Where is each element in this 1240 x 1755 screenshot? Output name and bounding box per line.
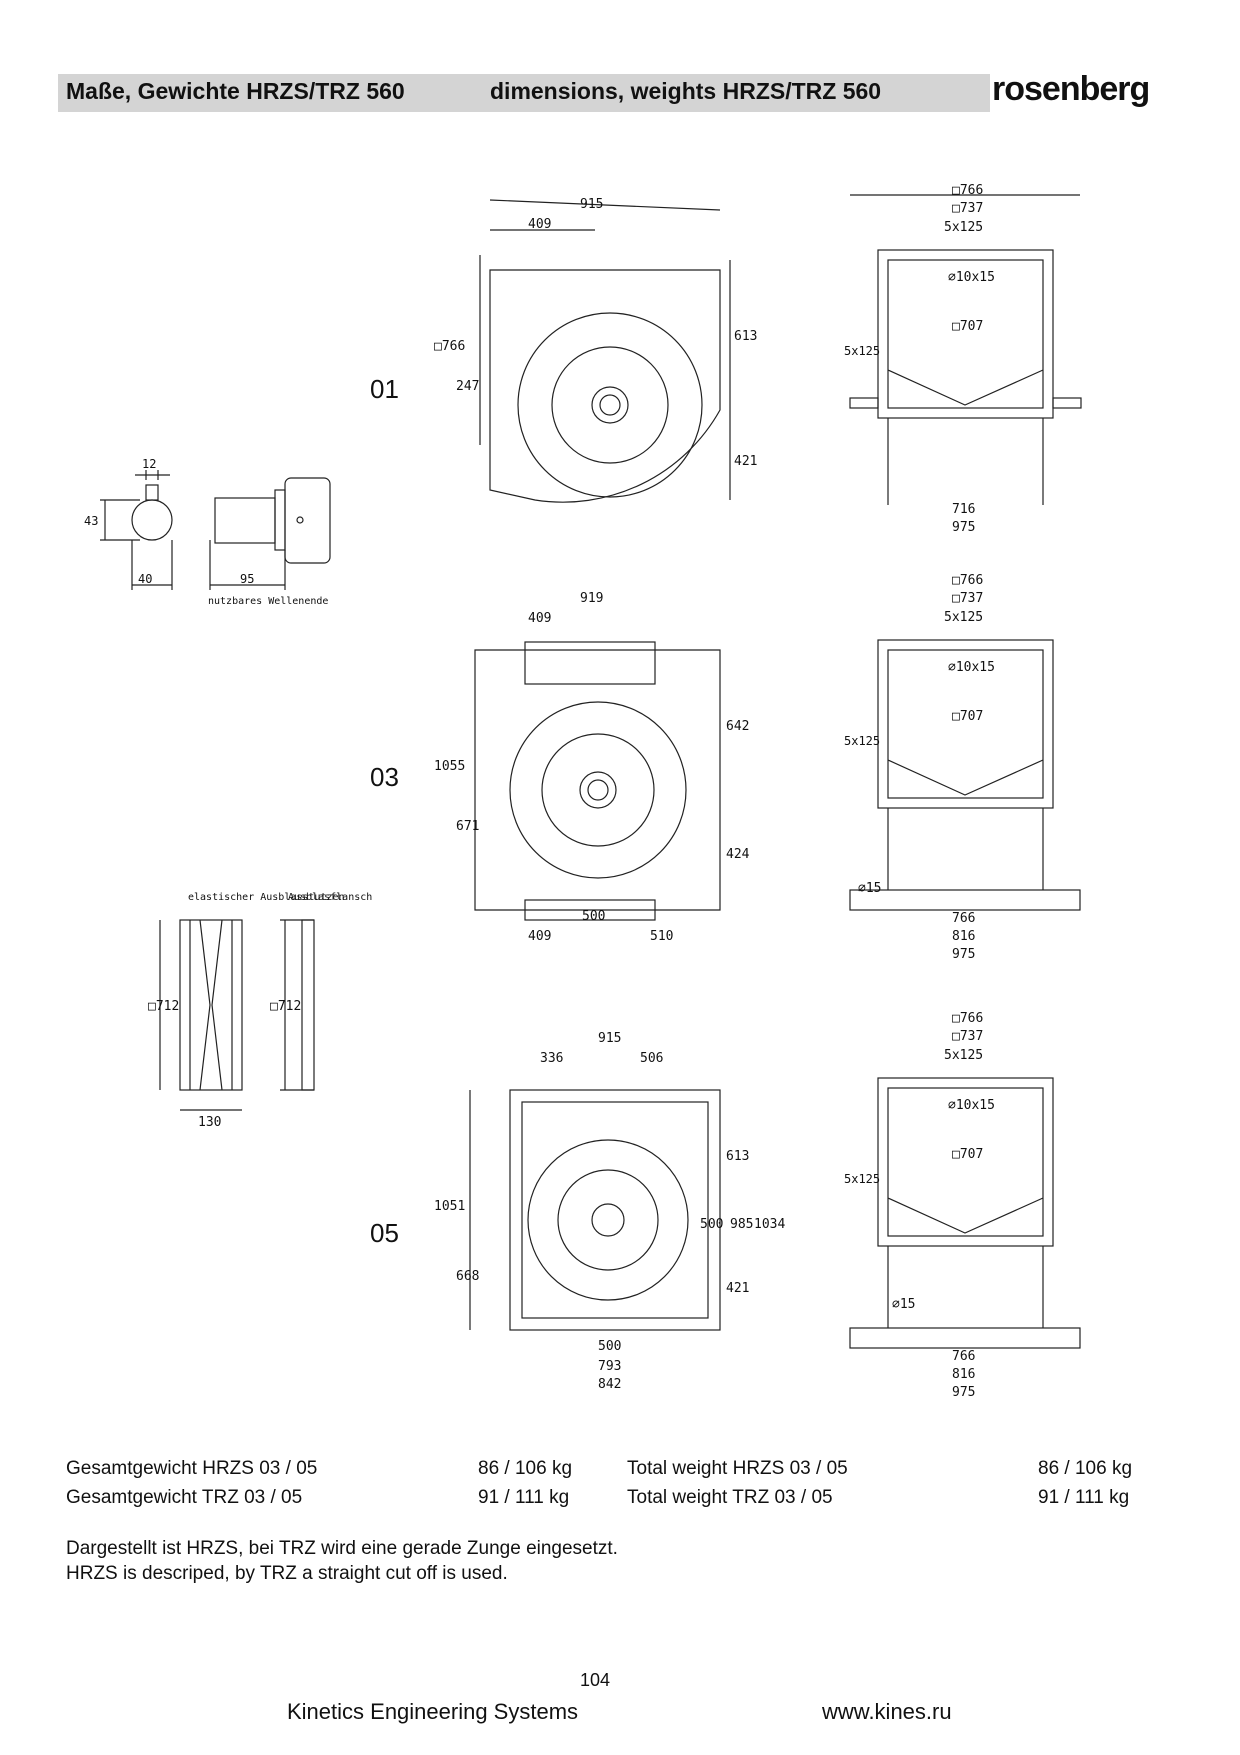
v01-s-5x125-b: 5x125 xyxy=(844,344,880,358)
v05-s-5x125-b: 5x125 xyxy=(844,1172,880,1186)
shaft-dim-43: 43 xyxy=(84,514,98,528)
v01-s-975: 975 xyxy=(952,520,975,535)
view05-side-drawing: □766 □737 5x125 ⌀10x15 □707 5x125 ⌀15 76… xyxy=(844,1011,1081,1400)
v03-s-816: 816 xyxy=(952,929,975,944)
v05-f-915: 915 xyxy=(598,1031,621,1046)
shaft-dim-40: 40 xyxy=(138,572,152,586)
variant-label-01: 01 xyxy=(370,374,399,404)
shaft-dim-12: 12 xyxy=(142,457,156,471)
view01-front-drawing: 915 409 □766 247 613 421 xyxy=(434,197,757,503)
v05-s-766b: 766 xyxy=(952,1349,975,1364)
v03-f-500: 500 xyxy=(582,909,605,924)
v01-s-716: 716 xyxy=(952,502,975,517)
view01-side-drawing: □766 □737 5x125 ⌀10x15 □707 5x125 716 97… xyxy=(844,183,1082,535)
view03-front-drawing: 919 409 1055 671 642 424 500 409 510 xyxy=(434,591,750,944)
v01-s-10x15: ⌀10x15 xyxy=(948,270,995,285)
v01-s-737: □737 xyxy=(952,201,983,216)
weight-label-de-trz: Gesamtgewicht TRZ 03 / 05 xyxy=(66,1487,303,1508)
weight-value-en-trz: 91 / 111 kg xyxy=(1038,1487,1130,1508)
v05-f-668: 668 xyxy=(456,1269,479,1284)
v01-f-247: 247 xyxy=(456,379,479,394)
weight-value-de-trz: 91 / 111 kg xyxy=(478,1487,570,1508)
v03-f-510: 510 xyxy=(650,929,673,944)
v05-f-613: 613 xyxy=(726,1149,749,1164)
v03-s-5x125-b: 5x125 xyxy=(844,734,880,748)
weight-label-de-hrzs: Gesamtgewicht HRZS 03 / 05 xyxy=(66,1458,318,1479)
v05-s-15: ⌀15 xyxy=(892,1297,915,1312)
v01-f-421: 421 xyxy=(734,454,757,469)
v05-f-842: 842 xyxy=(598,1377,621,1392)
v03-f-424: 424 xyxy=(726,847,750,862)
v03-f-409b: 409 xyxy=(528,929,551,944)
v05-f-421: 421 xyxy=(726,1281,749,1296)
shaft-note: nutzbares Wellenende xyxy=(208,596,328,607)
v03-s-975: 975 xyxy=(952,947,975,962)
v05-f-500b: 500 xyxy=(598,1339,621,1354)
title-english: dimensions, weights HRZS/TRZ 560 xyxy=(490,78,882,104)
v01-f-409: 409 xyxy=(528,217,551,232)
outlet-dim-712a: □712 xyxy=(148,999,179,1014)
v03-f-919: 919 xyxy=(580,591,603,606)
brand-logo: rosenberg xyxy=(992,70,1150,108)
outlet-detail-drawing: elastischer Ausblasstutzen Ausblasflansc… xyxy=(148,892,372,1130)
v05-f-793: 793 xyxy=(598,1359,621,1374)
outlet-label-flange: Ausblasflansch xyxy=(288,892,372,903)
v05-f-985: 985 xyxy=(730,1217,753,1232)
v05-s-975: 975 xyxy=(952,1385,975,1400)
weight-value-de-hrzs: 86 / 106 kg xyxy=(478,1458,573,1479)
v03-f-671: 671 xyxy=(456,819,479,834)
title-german: Maße, Gewichte HRZS/TRZ 560 xyxy=(66,78,405,104)
v03-s-10x15: ⌀10x15 xyxy=(948,660,995,675)
v03-s-766: □766 xyxy=(952,573,983,588)
header-bar xyxy=(58,74,990,112)
v03-f-1055: 1055 xyxy=(434,759,465,774)
footer-url: www.kines.ru xyxy=(822,1699,952,1724)
v05-s-766: □766 xyxy=(952,1011,983,1026)
v01-f-613: 613 xyxy=(734,329,757,344)
note-german: Dargestellt ist HRZS, bei TRZ wird eine … xyxy=(66,1538,618,1559)
v05-f-336: 336 xyxy=(540,1051,563,1066)
v03-s-5x125: 5x125 xyxy=(944,610,983,625)
view05-front-drawing: 915 336 506 1051 668 613 500 985 1034 42… xyxy=(434,1031,785,1392)
footer-company: Kinetics Engineering Systems xyxy=(287,1699,579,1724)
v03-s-766b: 766 xyxy=(952,911,975,926)
v03-s-737: □737 xyxy=(952,591,983,606)
v03-f-642: 642 xyxy=(726,719,749,734)
outlet-label-elastic: elastischer Ausblasstutzen xyxy=(188,892,345,903)
v05-f-1051: 1051 xyxy=(434,1199,465,1214)
v03-s-707: □707 xyxy=(952,709,983,724)
v05-f-500: 500 xyxy=(700,1217,723,1232)
v05-s-737: □737 xyxy=(952,1029,983,1044)
v01-s-5x125: 5x125 xyxy=(944,220,983,235)
v01-s-766: □766 xyxy=(952,183,983,198)
weight-value-en-hrzs: 86 / 106 kg xyxy=(1038,1458,1133,1479)
v05-s-10x15: ⌀10x15 xyxy=(948,1098,995,1113)
v01-f-915: 915 xyxy=(580,197,603,212)
variant-label-05: 05 xyxy=(370,1218,399,1248)
page-number: 104 xyxy=(580,1670,611,1690)
v01-s-707: □707 xyxy=(952,319,983,334)
v05-f-1034: 1034 xyxy=(754,1217,785,1232)
weight-label-en-hrzs: Total weight HRZS 03 / 05 xyxy=(627,1458,848,1479)
v03-s-15: ⌀15 xyxy=(858,881,881,896)
v05-s-816: 816 xyxy=(952,1367,975,1382)
v01-f-766: □766 xyxy=(434,339,465,354)
v05-s-707: □707 xyxy=(952,1147,983,1162)
shaft-dim-95: 95 xyxy=(240,572,254,586)
v03-f-409: 409 xyxy=(528,611,551,626)
v05-f-506: 506 xyxy=(640,1051,663,1066)
view03-side-drawing: □766 □737 5x125 ⌀10x15 □707 5x125 ⌀15 76… xyxy=(844,573,1081,962)
outlet-dim-712b: □712 xyxy=(270,999,301,1014)
weight-label-en-trz: Total weight TRZ 03 / 05 xyxy=(627,1487,833,1508)
v05-s-5x125: 5x125 xyxy=(944,1048,983,1063)
variant-label-03: 03 xyxy=(370,762,399,792)
shaft-end-drawing: 12 43 40 95 nutzbares Wellenende xyxy=(84,457,331,607)
note-english: HRZS is descriped, by TRZ a straight cut… xyxy=(66,1563,508,1584)
outlet-dim-130: 130 xyxy=(198,1115,221,1130)
